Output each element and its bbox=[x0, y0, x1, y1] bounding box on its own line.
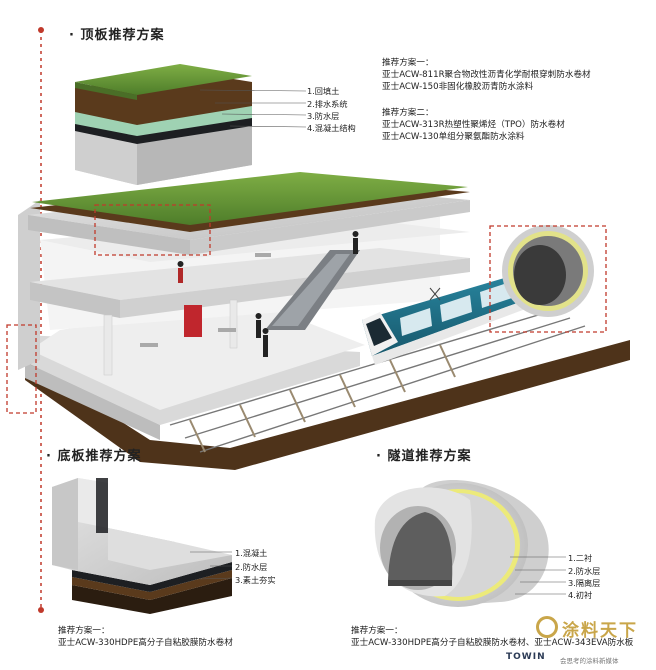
watermark-brand: TOWIN bbox=[506, 652, 546, 662]
roof-layer-block bbox=[75, 64, 252, 185]
tunnel-section-title-text: 隧道推荐方案 bbox=[387, 449, 472, 464]
roof-layer-label-1: 1.回填土 bbox=[307, 86, 340, 96]
watermark-logo-icon bbox=[536, 616, 558, 638]
roof-layer-label-2: 2.排水系统 bbox=[307, 99, 348, 109]
watermark: 涂料天下 TOWIN 会思考的涂料新媒体 bbox=[506, 614, 654, 666]
floor-option-1-title: 推荐方案一： bbox=[58, 626, 110, 636]
roof-section-title-text: 顶板推荐方案 bbox=[80, 28, 165, 43]
roof-option-1-title: 推荐方案一： bbox=[382, 58, 434, 68]
roof-section-title: · 顶板推荐方案 bbox=[69, 24, 165, 43]
roof-layer-label-3: 3.防水层 bbox=[307, 111, 340, 121]
floor-option-1: 推荐方案一： 亚士ACW-330HDPE高分子自粘胶膜防水卷材 bbox=[58, 625, 233, 649]
floor-section-title-text: 底板推荐方案 bbox=[57, 449, 142, 464]
tunnel-layer-label-2: 2.防水层 bbox=[568, 566, 601, 576]
tunnel-option-1-title: 推荐方案一： bbox=[351, 626, 403, 636]
roof-option-1-line-2: 亚士ACW-150非固化橡胶沥青防水涂料 bbox=[382, 82, 534, 92]
tunnel-option-1-lines: 亚士ACW-330HDPE高分子自粘胶膜防水卷材、亚士ACW-343EVA防水板 bbox=[351, 637, 633, 649]
tunnel-layer-label-3: 3.隔离层 bbox=[568, 578, 601, 588]
title-bullet: · bbox=[376, 449, 382, 464]
roof-option-2-title: 推荐方案二： bbox=[382, 108, 434, 118]
tunnel-option-1-line-1: 亚士ACW-330HDPE高分子自粘胶膜防水卷材 bbox=[351, 638, 526, 648]
floor-layer-label-1: 1.混凝土 bbox=[235, 548, 268, 558]
floor-slab-block bbox=[52, 478, 232, 614]
roof-layer-label-4: 4.混凝土结构 bbox=[307, 123, 356, 133]
guide-dot-top bbox=[38, 27, 44, 33]
floor-option-1-line-1: 亚士ACW-330HDPE高分子自粘胶膜防水卷材 bbox=[58, 638, 233, 648]
roof-option-1: 推荐方案一： 亚士ACW-811R聚合物改性沥青化学耐根穿刺防水卷材 亚士ACW… bbox=[382, 57, 591, 93]
tunnel-section-block bbox=[374, 480, 549, 607]
tunnel-option-1: 推荐方案一： 亚士ACW-330HDPE高分子自粘胶膜防水卷材、亚士ACW-34… bbox=[351, 625, 633, 649]
roof-option-2-line-1: 亚士ACW-313R热塑性聚烯烃（TPO）防水卷材 bbox=[382, 120, 565, 130]
title-bullet: · bbox=[46, 449, 52, 464]
vending-machine bbox=[184, 305, 202, 337]
highlight-tunnel bbox=[489, 225, 607, 333]
floor-layer-label-3: 3.素土夯实 bbox=[235, 575, 276, 585]
highlight-roof bbox=[94, 204, 211, 256]
watermark-main: 涂料天下 bbox=[562, 621, 638, 641]
guide-dot-bottom bbox=[38, 607, 44, 613]
tunnel-layer-label-4: 4.初衬 bbox=[568, 590, 593, 600]
title-bullet: · bbox=[69, 28, 75, 43]
tunnel-layer-label-1: 1.二衬 bbox=[568, 553, 593, 563]
tunnel-portal bbox=[502, 225, 594, 317]
highlight-floor bbox=[6, 324, 37, 414]
tunnel-option-1-line-2: 亚士ACW-343EVA防水板 bbox=[534, 638, 634, 648]
station-structure bbox=[18, 172, 630, 470]
floor-layer-label-2: 2.防水层 bbox=[235, 562, 268, 572]
watermark-tagline: 会思考的涂料新媒体 bbox=[560, 657, 619, 665]
roof-option-2-line-2: 亚士ACW-130单组分聚氨酯防水涂料 bbox=[382, 132, 525, 142]
floor-section-title: · 底板推荐方案 bbox=[46, 445, 142, 464]
roof-option-1-line-1: 亚士ACW-811R聚合物改性沥青化学耐根穿刺防水卷材 bbox=[382, 70, 591, 80]
tunnel-section-title: · 隧道推荐方案 bbox=[376, 445, 472, 464]
roof-option-2: 推荐方案二： 亚士ACW-313R热塑性聚烯烃（TPO）防水卷材 亚士ACW-1… bbox=[382, 107, 565, 143]
tunnel-option-1-separator: 、 bbox=[525, 638, 535, 648]
